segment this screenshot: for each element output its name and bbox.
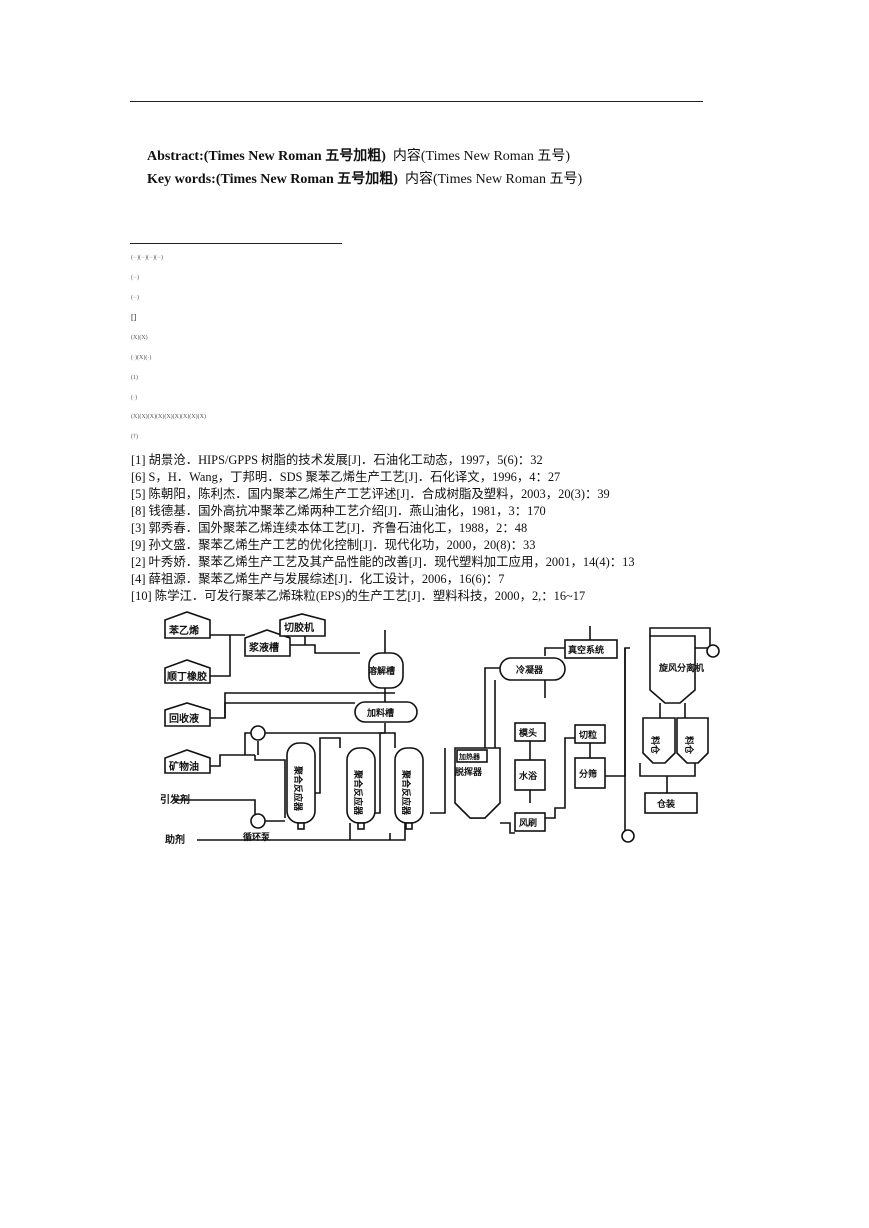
- abstract-label: Abstract:(Times New Roman 五号加粗): [147, 149, 386, 164]
- dissolving-tank: [368, 652, 404, 689]
- process-flow-diagram: 苯乙烯 顺丁橡胶 回收液 矿物油 引发剂 助剂 浆液槽 切胶机 溶解槽 加料槽 …: [160, 611, 720, 846]
- devolatilizer-label: 脱挥器: [455, 766, 483, 778]
- rubber-cutter-label: 切胶机: [284, 621, 314, 634]
- footnote-5: (X)(X): [131, 335, 148, 341]
- vacuum-system: [564, 639, 618, 659]
- packing-label: 仓装: [656, 798, 676, 810]
- reactor-3-label: 聚合反应器: [400, 769, 412, 816]
- reference-item: [6] S，H．Wang，丁邦明．SDS 聚苯乙烯生产工艺[J]．石化译文，19…: [131, 470, 561, 484]
- condenser: [499, 657, 566, 681]
- header-rule: [130, 101, 703, 102]
- footnote-9: (X)(X)(X)(X)(X)(X)(X)(X)(X): [131, 414, 206, 420]
- feed-tank-label: 加料槽: [366, 707, 394, 719]
- slurry-tank-label: 浆液槽: [249, 641, 279, 654]
- reference-item: [2] 叶秀娇．聚苯乙烯生产工艺及其产品性能的改善[J]．现代塑料加工应用，20…: [131, 555, 635, 569]
- reactor-1-label: 聚合反应器: [292, 765, 304, 812]
- die-head-label: 模头: [519, 727, 537, 739]
- packing: [644, 792, 698, 814]
- reference-item: [9] 孙文盛．聚苯乙烯生产工艺的优化控制[J]．现代化功，2000，20(8)…: [131, 538, 536, 552]
- devolatilizer: [454, 747, 501, 819]
- screening-label: 分筛: [579, 768, 597, 780]
- footnote-2: (··): [131, 275, 139, 281]
- reference-item: [8] 钱德基．国外高抗冲聚苯乙烯两种工艺介绍[J]．燕山油化，1981，3：1…: [131, 504, 546, 518]
- reference-list: [1] 胡景沧．HIPS/GPPS 树脂的技术发展[J]．石油化工动态，1997…: [131, 452, 635, 605]
- reference-item: [5] 陈朝阳，陈利杰．国内聚苯乙烯生产工艺评述[J]．合成树脂及塑料，2003…: [131, 487, 610, 501]
- air-knife-label: 风刷: [519, 817, 537, 829]
- transfer-pump-icon: [621, 829, 635, 843]
- butadiene-rubber-tank: [164, 659, 211, 684]
- footnote-3: (··): [131, 295, 139, 301]
- reactor-labels: 聚合反应器 聚合反应器 聚合反应器: [292, 765, 412, 816]
- die-head: [514, 722, 546, 742]
- reference-item: [4] 薛祖源．聚苯乙烯生产与发展综述[J]．化工设计，2006，16(6)：7: [131, 572, 505, 586]
- mineral-oil-label: 矿物油: [169, 760, 199, 773]
- reference-item: [1] 胡景沧．HIPS/GPPS 树脂的技术发展[J]．石油化工动态，1997…: [131, 453, 543, 467]
- cyclone-separator: [649, 635, 696, 704]
- vacuum-system-label: 真空系统: [568, 644, 604, 656]
- recycle-liquid-tank: [164, 702, 211, 727]
- footnote-7: (1): [131, 375, 138, 381]
- initiator-label: 引发剂: [160, 793, 190, 806]
- screening: [574, 757, 606, 789]
- silo-2: [676, 717, 709, 764]
- reactor-2-label: 聚合反应器: [352, 769, 364, 816]
- silo-2-label: 料仓: [683, 736, 695, 755]
- abstract-content: 内容(Times New Roman 五号): [392, 149, 571, 164]
- blower-icon: [706, 644, 720, 658]
- recycle-liquid-label: 回收液: [169, 712, 199, 725]
- silo-1: [642, 717, 676, 764]
- slurry-tank: [244, 629, 291, 657]
- reactor-1-outlet: [297, 822, 305, 830]
- abstract-line: Abstract:(Times New Roman 五号加粗) 内容(Times…: [147, 147, 570, 167]
- keywords-line: Key words:(Times New Roman 五号加粗) 内容(Time…: [147, 170, 582, 190]
- water-bath-label: 水浴: [519, 770, 538, 782]
- reference-item: [3] 郭秀春．国外聚苯乙烯连续本体工艺[J]．齐鲁石油化工，1988，2：48: [131, 521, 528, 535]
- circulation-pump-icon: [250, 813, 266, 829]
- rubber-cutter: [279, 613, 326, 637]
- dissolving-tank-label: 溶解槽: [368, 665, 395, 677]
- pelletizer-label: 切粒: [579, 729, 597, 741]
- footnote-rule: [130, 243, 342, 244]
- keywords-label: Key words:(Times New Roman 五号加粗): [147, 172, 398, 187]
- mineral-oil-tank: [164, 749, 211, 774]
- pelletizer: [574, 724, 606, 744]
- reference-item: [10] 陈学江．可发行聚苯乙烯珠粒(EPS)的生产工艺[J]．塑料科技，200…: [131, 589, 586, 603]
- auxiliary-label: 助剂: [165, 833, 185, 846]
- air-knife: [514, 812, 546, 832]
- footnote-10: (†): [131, 434, 138, 440]
- reactor-3-outlet: [405, 822, 413, 830]
- valve-icon: [250, 725, 266, 741]
- water-bath: [514, 759, 546, 791]
- footnote-1: (··)(··)(··)(··): [131, 255, 163, 261]
- heater: [456, 749, 488, 763]
- circulation-pump-label: 循环泵: [243, 831, 271, 843]
- reactor-2-outlet: [357, 822, 365, 830]
- cyclone-label: 旋风分离机: [658, 662, 704, 674]
- feed-tank: [354, 701, 418, 723]
- keywords-content: 内容(Times New Roman 五号): [404, 172, 583, 187]
- heater-label: 加热器: [458, 752, 481, 761]
- footnote-4: []: [131, 313, 137, 322]
- silo-1-label: 料仓: [649, 736, 661, 755]
- footnote-8: (·): [131, 395, 137, 401]
- condenser-label: 冷凝器: [516, 664, 544, 676]
- footnote-6: (·)(X)(·): [131, 355, 152, 361]
- butadiene-rubber-label: 顺丁橡胶: [167, 670, 207, 683]
- styrene-tank: [164, 611, 211, 639]
- styrene-label: 苯乙烯: [168, 624, 199, 637]
